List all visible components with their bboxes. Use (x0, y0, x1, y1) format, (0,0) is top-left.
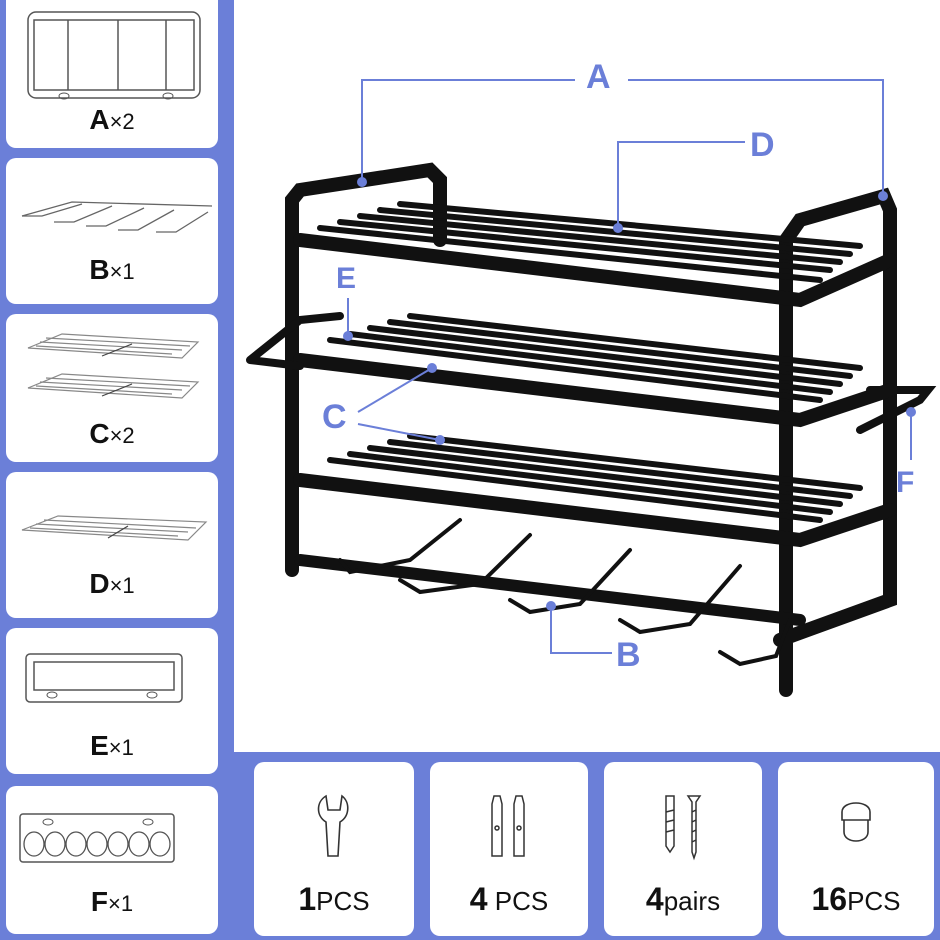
wrench-icon (317, 794, 349, 857)
side-frame-icon (27, 11, 201, 100)
part-card-f: F×1 (6, 786, 218, 934)
hardware-qty: 4 PCS (469, 881, 549, 917)
part-card-c: C×2 (6, 314, 218, 462)
callout-f: F (896, 466, 915, 499)
part-label-a: A×2 (89, 104, 135, 135)
slot-panel-icon (25, 653, 183, 703)
rubber-bumper-icon (841, 802, 871, 842)
callout-c: C (322, 398, 347, 436)
hardware-card-rubber-bumper: 16PCS (778, 762, 934, 936)
tool-rack-illustration (246, 79, 937, 697)
part-card-d: D×1 (6, 472, 218, 618)
hardware-qty: 1PCS (298, 881, 370, 917)
assembly-diagram: A D E C B F (234, 0, 940, 752)
wire-shelf-icon (21, 515, 208, 541)
hardware-qty: 4pairs (645, 881, 721, 917)
hardware-card-wrench: 1PCS (254, 762, 414, 936)
anchor-screw-icon (665, 795, 702, 861)
callout-a: A (586, 58, 611, 96)
callout-e: E (336, 262, 357, 295)
hole-panel-icon (19, 813, 175, 863)
part-label-b: B×1 (89, 254, 135, 285)
part-label-e: E×1 (90, 730, 134, 761)
part-card-e: E×1 (6, 628, 218, 774)
hardware-qty: 16PCS (811, 881, 901, 917)
part-card-a: A×2 (6, 0, 218, 148)
expansion-bolt-icon (491, 795, 525, 857)
hook-rack-icon (21, 201, 212, 233)
hardware-card-anchor-screw: 4pairs (604, 762, 762, 936)
wire-shelf-pair-icon (27, 333, 200, 399)
part-label-f: F×1 (90, 886, 134, 917)
part-label-d: D×1 (89, 568, 135, 599)
callout-d: D (750, 126, 775, 164)
callout-b: B (616, 636, 641, 674)
hardware-card-expansion-bolt: 4 PCS (430, 762, 588, 936)
part-label-c: C×2 (89, 418, 135, 449)
part-card-b: B×1 (6, 158, 218, 304)
